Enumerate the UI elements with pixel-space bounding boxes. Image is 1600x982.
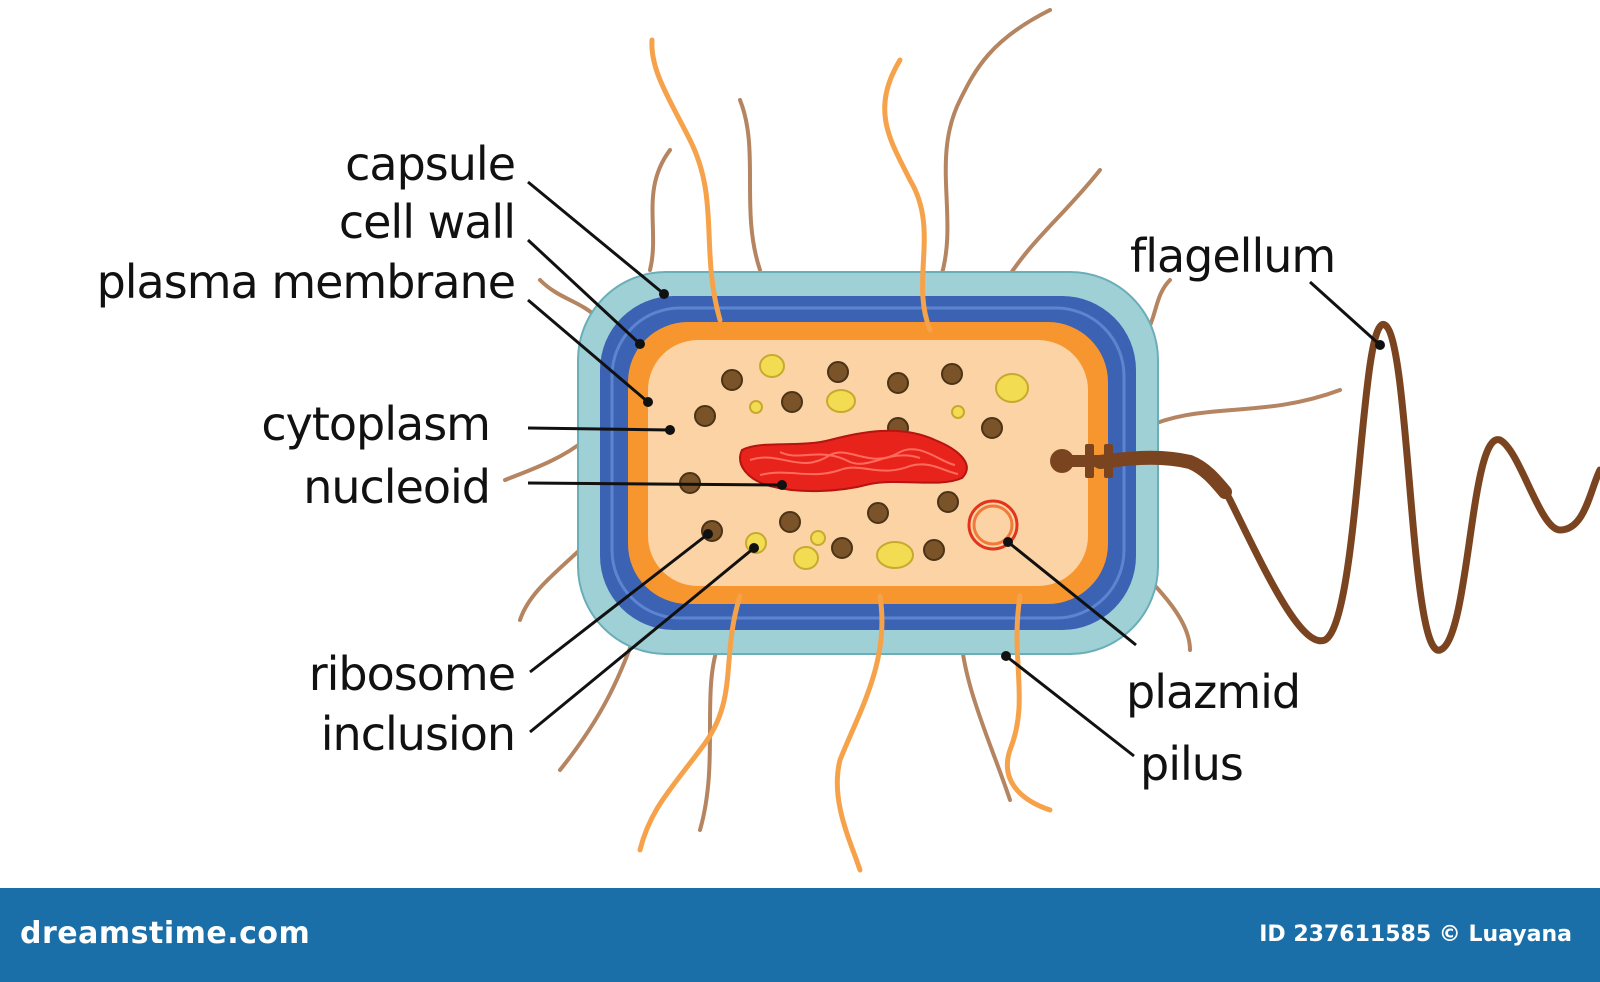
bacterium-diagram: capsule cell wall plasma membrane cytopl… <box>97 8 1600 873</box>
leader-flagellum <box>1308 280 1382 347</box>
pilus-strand <box>649 37 723 323</box>
basal-body-ring-2 <box>1104 444 1113 478</box>
ribosome <box>779 511 801 533</box>
leader-lines <box>526 180 1382 758</box>
footer-bar: dreamstime.com ID 237611585 © Luayana <box>0 888 1600 982</box>
leader-plasma-membrane <box>527 298 649 404</box>
label-pilus: pilus <box>1140 737 1243 791</box>
ribosome <box>867 502 889 524</box>
label-capsule: capsule <box>345 137 515 191</box>
pilus-strand <box>503 438 587 482</box>
nucleoid-strands <box>749 448 959 476</box>
leader-dot <box>1375 340 1385 350</box>
ribosome <box>831 537 853 559</box>
leader-inclusion <box>529 546 755 734</box>
inclusions <box>745 354 1029 570</box>
nucleoid-body <box>739 429 968 493</box>
leader-dot <box>1001 651 1011 661</box>
label-inclusion: inclusion <box>321 707 515 761</box>
label-plasma-membrane: plasma membrane <box>97 255 515 309</box>
basal-body-ring-1 <box>1085 444 1094 478</box>
pilus-strand <box>834 593 885 873</box>
leader-dot <box>643 397 653 407</box>
leader-nucleoid <box>527 481 783 487</box>
flagellum-filament <box>1136 321 1600 654</box>
label-cell-wall: cell wall <box>339 195 515 249</box>
ribosome <box>923 539 945 561</box>
image-credit: ID 237611585 © Luayana <box>1259 922 1572 947</box>
pilus-strand <box>1138 388 1342 432</box>
ribosome <box>887 372 909 394</box>
leader-dot <box>635 339 645 349</box>
label-cytoplasm: cytoplasm <box>261 397 490 451</box>
pilus-strand <box>1004 593 1053 813</box>
pilus-strand <box>637 593 743 853</box>
ribosome <box>941 363 963 385</box>
ribosome <box>981 417 1003 439</box>
leader-capsule <box>527 180 665 296</box>
leader-pilus <box>1005 654 1135 758</box>
inclusion <box>995 373 1029 403</box>
leader-dot <box>749 543 759 553</box>
leader-dot <box>777 480 787 490</box>
label-nucleoid: nucleoid <box>303 460 490 514</box>
plasmid-ring-inner <box>972 504 1014 546</box>
leader-dot <box>665 425 675 435</box>
ribosome <box>937 491 959 513</box>
inclusion <box>826 389 856 413</box>
ribosome <box>694 405 716 427</box>
leader-dot <box>703 529 713 539</box>
inclusion <box>951 405 965 419</box>
inclusion <box>793 546 819 570</box>
leader-plazmid <box>1007 540 1137 647</box>
site-name: dreamstime.com <box>20 916 311 951</box>
leader-cell-wall <box>526 238 642 346</box>
nucleoid <box>739 429 968 493</box>
label-flagellum: flagellum <box>1130 229 1335 283</box>
flagellum <box>1050 321 1600 654</box>
plasmid <box>967 499 1019 551</box>
leader-dot <box>659 289 669 299</box>
leader-ribosome <box>529 532 709 674</box>
ribosome <box>781 391 803 413</box>
label-ribosome: ribosome <box>309 647 515 701</box>
ribosome <box>827 361 849 383</box>
leader-cytoplasm <box>527 426 671 432</box>
inclusion <box>876 541 914 569</box>
pili-orange <box>637 37 1053 873</box>
ribosome <box>721 369 743 391</box>
pilus-strand <box>738 98 762 272</box>
inclusion <box>759 354 785 378</box>
label-plazmid: plazmid <box>1126 665 1300 719</box>
pilus-strand <box>648 148 672 272</box>
plasmid-ring-outer <box>967 499 1019 551</box>
inclusion <box>810 530 826 546</box>
pilus-strand <box>938 8 1052 282</box>
pilus-strand <box>698 638 722 832</box>
pilus-strand <box>882 57 933 333</box>
leader-dot <box>1003 537 1013 547</box>
inclusion <box>749 400 763 414</box>
flagellum-hook <box>1093 450 1232 499</box>
leader-dots <box>635 289 1385 661</box>
basal-body-knob <box>1050 449 1074 473</box>
